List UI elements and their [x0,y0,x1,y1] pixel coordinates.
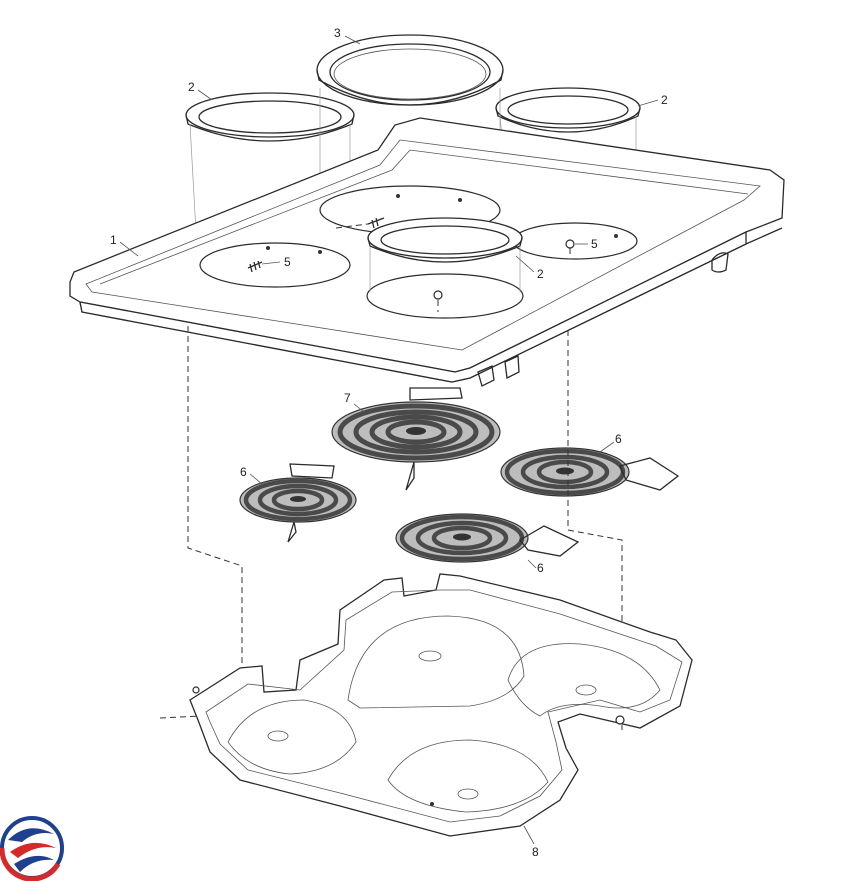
callout-7-element-large: 7 [344,391,351,405]
burner-box-8[interactable] [189,573,693,837]
screw-5-center [433,290,443,312]
surface-element-6-center[interactable] [395,513,580,563]
brand-swirl-logo-icon [0,816,64,881]
screw-5-right [565,239,588,258]
cooktop-opening-left-front [199,242,351,288]
callout-8-burner-box: 8 [532,845,539,859]
callout-5-screw-right: 5 [591,237,598,251]
callout-3-drip-ring-large: 3 [334,26,341,40]
drip-ring-2-left[interactable] [185,92,355,142]
drip-ring-2-right[interactable] [495,87,641,133]
surface-element-6-left[interactable] [239,463,357,543]
callout-6-element-center: 6 [537,561,544,575]
callout-2-drip-ring-center: 2 [537,267,544,281]
drip-ring-3[interactable] [316,34,504,106]
screw-5-rear [335,217,385,229]
drip-ring-2-center[interactable] [367,217,523,292]
callout-5-screw-left: 5 [284,255,291,269]
callout-1-cooktop: 1 [110,233,117,247]
callout-2-drip-ring-right: 2 [661,93,668,107]
callout-6-element-left: 6 [240,465,247,479]
callout-6-element-right: 6 [615,432,622,446]
cooktop-opening-right-front [366,273,524,319]
screw-5-left [247,260,281,273]
surface-element-6-right[interactable] [500,447,680,497]
leader-lines [119,35,659,845]
callout-2-drip-ring-left: 2 [188,80,195,94]
surface-element-7-large[interactable] [331,387,501,491]
cooktop-opening-right-rear [512,222,638,260]
